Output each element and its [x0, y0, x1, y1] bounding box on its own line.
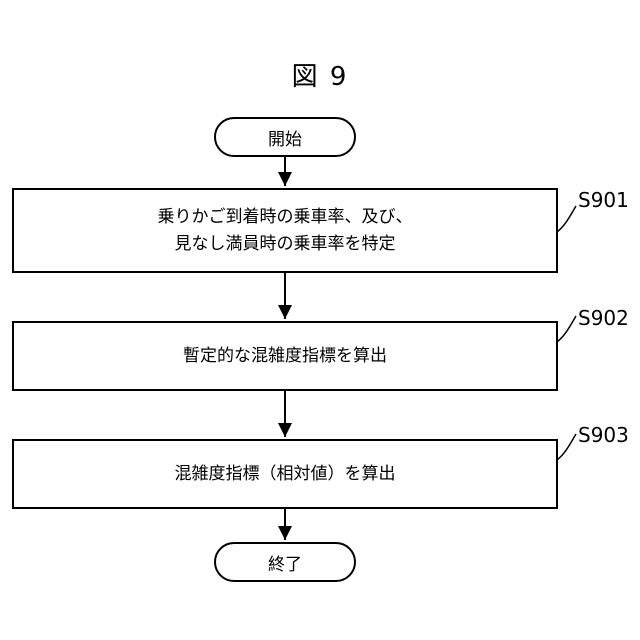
leader-s903 [557, 434, 576, 460]
step-s901-box: 乗りかご到着時の乗車率、及び、 見なし満員時の乗車率を特定 [12, 188, 558, 273]
step-s902-label: S902 [578, 306, 629, 330]
step-s901-line-2: 見なし満員時の乗車率を特定 [175, 231, 396, 258]
step-s901-line-1: 乗りかご到着時の乗車率、及び、 [158, 204, 413, 231]
step-s903-box: 混雑度指標（相対値）を算出 [12, 439, 558, 509]
step-s903-line-1: 混雑度指標（相対値）を算出 [175, 461, 396, 488]
step-s901-label: S901 [578, 188, 629, 212]
end-terminal: 終了 [214, 542, 356, 582]
step-s902-line-1: 暫定的な混雑度指標を算出 [183, 343, 387, 370]
leader-s901 [557, 206, 576, 232]
start-label: 開始 [268, 125, 302, 150]
start-terminal: 開始 [214, 117, 356, 157]
step-s903-label: S903 [578, 423, 629, 447]
leader-s902 [557, 316, 576, 342]
end-label: 終了 [268, 550, 302, 575]
step-s902-box: 暫定的な混雑度指標を算出 [12, 321, 558, 391]
